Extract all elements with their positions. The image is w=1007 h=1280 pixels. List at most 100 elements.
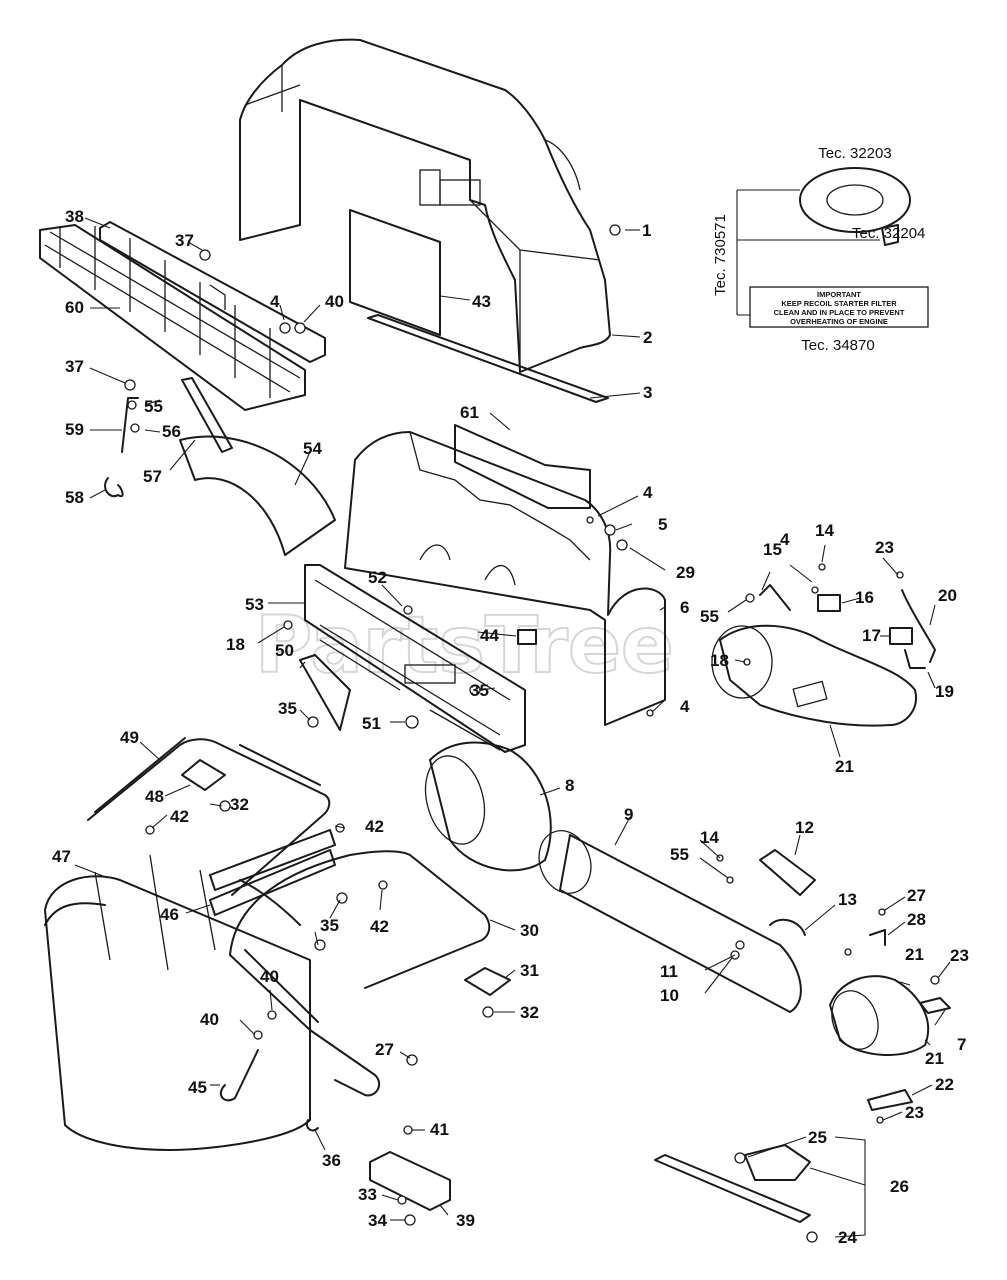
callout-37a: 37	[175, 231, 194, 250]
callout-14b: 14	[700, 828, 719, 847]
callout-24: 24	[838, 1228, 857, 1247]
callout-37b: 37	[65, 357, 84, 376]
callout-39: 39	[456, 1211, 475, 1230]
callout-11: 11	[660, 962, 678, 981]
part-bag	[44, 854, 311, 1151]
callout-58: 58	[65, 488, 84, 507]
callout-labels: 1 2 3 4 4 4 4 5 6 7 8 9 10 11 12 13 14 1…	[52, 207, 969, 1247]
part-bottom-plates	[654, 1144, 811, 1223]
callout-23c: 23	[905, 1103, 924, 1122]
callout-21a: 21	[835, 757, 854, 776]
callout-29: 29	[676, 563, 695, 582]
callout-32b: 32	[520, 1003, 539, 1022]
part-lower-elbow	[829, 975, 930, 1056]
callout-38: 38	[65, 207, 84, 226]
part-bracket-28	[869, 929, 886, 946]
callout-20: 20	[938, 586, 957, 605]
part-rod-19	[904, 649, 926, 669]
callout-47: 47	[52, 847, 71, 866]
leader-lines	[74, 217, 951, 1238]
part-upper-chute	[711, 624, 917, 727]
callout-59: 59	[65, 420, 84, 439]
callout-40a: 40	[325, 292, 344, 311]
tec-clip-label: Tec. 32204	[852, 225, 925, 242]
callout-7: 7	[957, 1035, 966, 1054]
callout-61: 61	[460, 403, 479, 422]
callout-28: 28	[907, 910, 926, 929]
callout-12: 12	[795, 818, 814, 837]
decal-line-2: KEEP RECOIL STARTER FILTER	[781, 299, 897, 308]
part-latch-12	[759, 849, 816, 896]
part-lower-housing	[344, 431, 666, 726]
callout-32a: 32	[230, 795, 249, 814]
callout-5: 5	[658, 515, 667, 534]
decal-kit: IMPORTANT KEEP RECOIL STARTER FILTER CLE…	[712, 145, 929, 354]
callout-4d: 4	[680, 697, 690, 716]
part-tube	[538, 830, 802, 1013]
part-latch-15	[759, 584, 791, 611]
part-mounting-plate	[304, 564, 526, 753]
part-bracket-bar	[99, 221, 326, 363]
callout-35a: 35	[470, 681, 489, 700]
callout-35b: 35	[278, 699, 297, 718]
callout-55a: 55	[144, 397, 163, 416]
callout-51: 51	[362, 714, 381, 733]
callout-6: 6	[680, 598, 689, 617]
part-channel-46	[209, 829, 336, 891]
callout-52: 52	[368, 568, 387, 587]
callout-4a: 4	[270, 292, 280, 311]
part-latch-7	[919, 997, 951, 1014]
callout-54: 54	[303, 439, 322, 458]
hardware-fasteners	[124, 224, 940, 1243]
callout-57: 57	[143, 467, 162, 486]
callout-25: 25	[808, 1128, 827, 1147]
callout-36: 36	[322, 1151, 341, 1170]
callout-56: 56	[162, 422, 181, 441]
callout-26: 26	[890, 1177, 909, 1196]
part-handle	[104, 397, 139, 498]
part-long-strip	[367, 314, 609, 403]
callout-42a: 42	[170, 807, 189, 826]
tec-filter-label: Tec. 32203	[818, 145, 891, 162]
callout-55c: 55	[670, 845, 689, 864]
part-clip-16	[817, 594, 841, 612]
decal-line-1: IMPORTANT	[817, 290, 861, 299]
callout-43: 43	[472, 292, 491, 311]
callout-15: 15	[763, 540, 782, 559]
part-top-door	[454, 424, 591, 509]
callout-41: 41	[430, 1120, 449, 1139]
callout-35c: 35	[320, 916, 339, 935]
callout-10: 10	[660, 986, 679, 1005]
callout-3: 3	[643, 383, 652, 402]
tec-decal-label: Tec. 34870	[801, 337, 874, 354]
part-frame	[87, 737, 331, 896]
part-cable-20	[901, 589, 936, 663]
part-switch-17	[889, 627, 913, 645]
part-bracket-31	[464, 967, 511, 996]
callout-18a: 18	[226, 635, 245, 654]
callout-1: 1	[642, 221, 651, 240]
callout-27b: 27	[907, 886, 926, 905]
decal-line-3: CLEAN AND IN PLACE TO PREVENT	[774, 308, 905, 317]
callout-21b: 21	[905, 945, 924, 964]
part-clip	[517, 629, 537, 645]
callout-23a: 23	[875, 538, 894, 557]
callout-53: 53	[245, 595, 264, 614]
callout-55b: 55	[700, 607, 719, 626]
callout-40b: 40	[260, 967, 279, 986]
callout-31: 31	[520, 961, 539, 980]
part-plate	[349, 209, 441, 336]
callout-9: 9	[624, 805, 633, 824]
part-hood-housing	[239, 38, 611, 373]
part-deflector	[179, 377, 336, 556]
callout-50: 50	[275, 641, 294, 660]
callout-4b: 4	[643, 483, 653, 502]
callout-44: 44	[480, 626, 499, 645]
callout-34: 34	[368, 1211, 387, 1230]
callout-23b: 23	[950, 946, 969, 965]
callout-22: 22	[935, 1075, 954, 1094]
callout-45: 45	[188, 1078, 207, 1097]
callout-8: 8	[565, 776, 574, 795]
watermark-text: PartsTree	[255, 601, 674, 691]
